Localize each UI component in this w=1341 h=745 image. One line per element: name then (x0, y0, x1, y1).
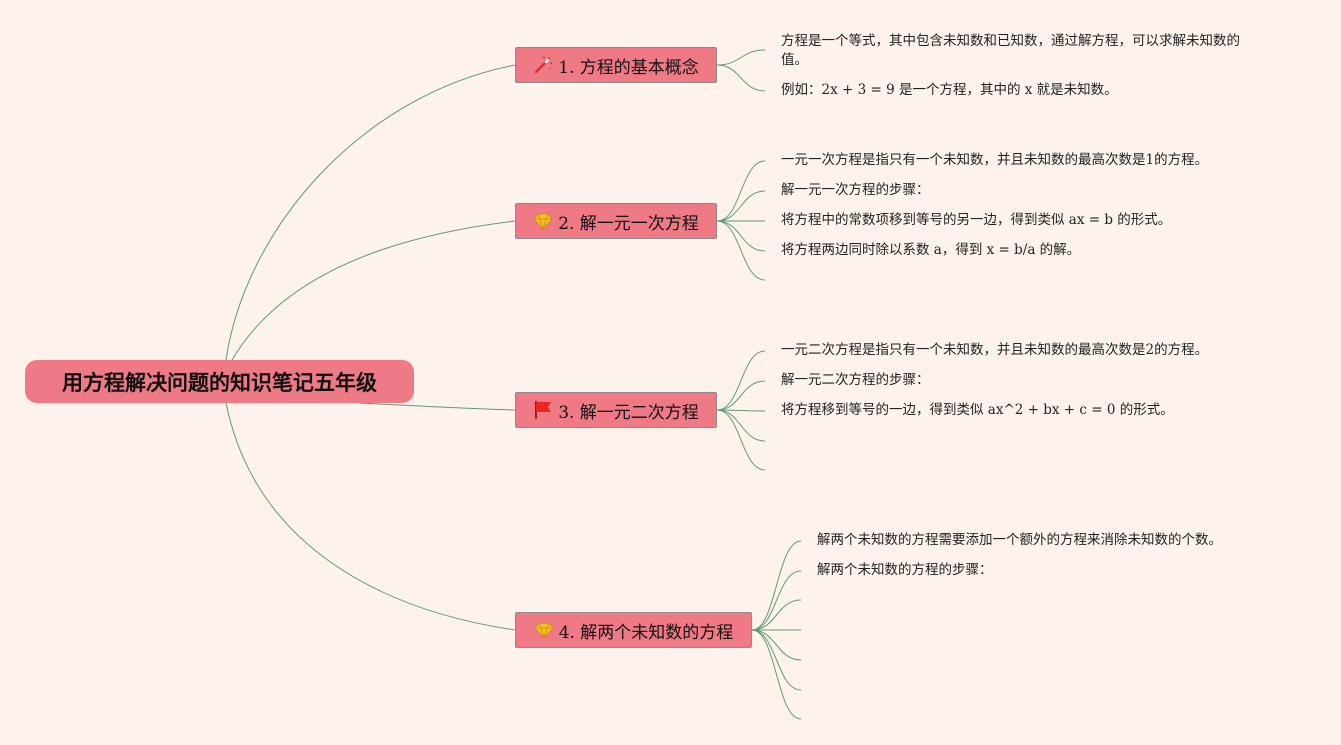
branch-basic-concept[interactable]: 1. 方程的基本概念 (515, 47, 717, 83)
connector-branch-4-leaf-1 (751, 540, 802, 631)
leaf-note: 解一元一次方程的步骤： (781, 182, 930, 198)
connector-branch-4-leaf-7 (751, 629, 802, 720)
connector-branch-3-leaf-3 (716, 409, 766, 412)
leaf-note: 方程是一个等式，其中包含未知数和已知数，通过解方程，可以求解未知数的值。 (781, 33, 1240, 68)
branch-quadratic-equation[interactable]: 3. 解一元二次方程 (515, 392, 717, 428)
branch-label: 2. 解一元一次方程 (558, 213, 699, 234)
branch-linear-equation[interactable]: 2. 解一元一次方程 (515, 203, 717, 239)
connector-root-branch-4 (225, 402, 516, 631)
connector-branch-1-leaf-2 (716, 64, 766, 92)
connector-branch-2-leaf-1 (716, 160, 766, 222)
connector-branch-2-leaf-5 (716, 220, 766, 281)
connector-branch-4-leaf-6 (751, 629, 802, 691)
leaf-note: 将方程移到等号的一边，得到类似 ax^2 + bx + c = 0 的形式。 (781, 402, 1174, 418)
branch-label: 3. 解一元二次方程 (558, 402, 699, 423)
connector-root-branch-1 (225, 64, 516, 361)
connector-branch-3-leaf-2 (716, 380, 766, 411)
branch-label: 1. 方程的基本概念 (558, 57, 699, 78)
leaf-note: 解两个未知数的方程需要添加一个额外的方程来消除未知数的个数。 (817, 532, 1222, 548)
connector-root-branch-2 (231, 220, 516, 361)
leaf-note: 一元二次方程是指只有一个未知数，并且未知数的最高次数是2的方程。 (781, 342, 1209, 358)
leaf-note: 将方程中的常数项移到等号的另一边，得到类似 ax = b 的形式。 (781, 212, 1172, 228)
leaf-note: 解一元二次方程的步骤： (781, 372, 930, 388)
connector-branch-1-leaf-1 (716, 49, 766, 66)
connector-branch-3-leaf-1 (716, 350, 766, 411)
connector-branch-3-leaf-5 (716, 409, 766, 471)
red-flag-icon (533, 400, 553, 420)
branch-two-unknowns[interactable]: 4. 解两个未知数的方程 (515, 612, 752, 648)
leaf-note: 例如：2x + 3 = 9 是一个方程，其中的 x 就是未知数。 (781, 82, 1118, 98)
root-topic[interactable]: 用方程解决问题的知识笔记五年级 (25, 360, 414, 403)
connector-branch-4-leaf-5 (751, 629, 802, 661)
connector-branch-2-leaf-4 (716, 220, 766, 252)
leaf-note: 解两个未知数的方程的步骤： (817, 562, 993, 578)
leaf-note: 一元一次方程是指只有一个未知数，并且未知数的最高次数是1的方程。 (781, 152, 1209, 168)
connector-root-branch-3 (359, 402, 516, 411)
connector-branch-2-leaf-2 (716, 190, 766, 222)
branch-label: 4. 解两个未知数的方程 (558, 622, 734, 643)
leaf-note: 将方程两边同时除以系数 a，得到 x = b/a 的解。 (781, 242, 1081, 258)
diamond-icon (533, 211, 553, 231)
diamond-icon (534, 620, 554, 640)
magic-wand-icon (533, 55, 553, 75)
connector-branch-4-leaf-2 (751, 570, 802, 631)
connector-branch-4-leaf-3 (751, 599, 802, 631)
root-topic-label: 用方程解决问题的知识笔记五年级 (62, 370, 377, 395)
connector-branch-3-leaf-4 (716, 409, 766, 442)
